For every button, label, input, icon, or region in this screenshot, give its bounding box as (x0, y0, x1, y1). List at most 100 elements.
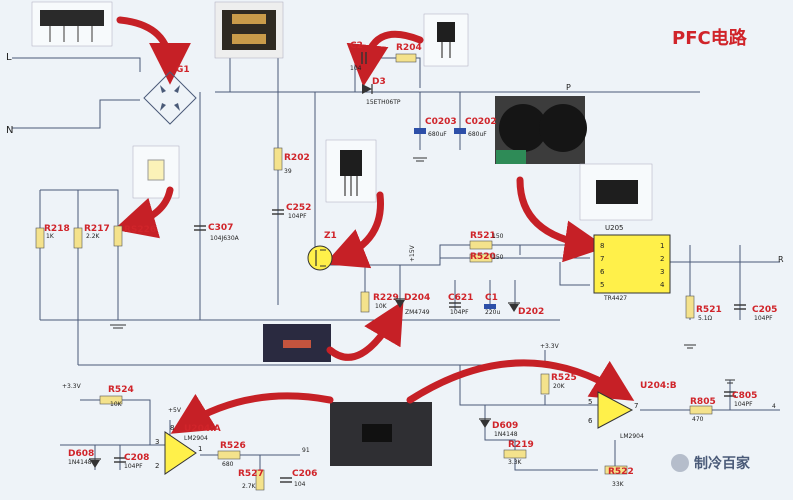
resistor-r805: R805 470 (689, 397, 716, 423)
svg-text:2: 2 (155, 462, 159, 470)
resistor-r521-gate: R521 150 (469, 231, 504, 250)
svg-text:1N4148: 1N4148 (494, 431, 518, 438)
net-label-4: 4 (772, 403, 776, 410)
svg-text:1: 1 (198, 445, 202, 453)
capacitor-c205: C205 104PF (734, 304, 777, 322)
photo-fast-diode (423, 13, 469, 67)
capacitor-c0202: C0202 680uF (454, 117, 497, 138)
photo-driver-ic (579, 163, 653, 221)
photo-electrolytic-caps (495, 96, 587, 164)
opamp-u204b: 5 6 7 U204:B LM2904 (588, 381, 677, 440)
diode-d204: D204 ZM4749 (394, 293, 430, 316)
svg-text:R524: R524 (108, 385, 134, 395)
svg-text:39: 39 (284, 168, 292, 175)
svg-text:C307: C307 (208, 223, 233, 233)
svg-text:U204:A: U204:A (184, 424, 221, 434)
line-input-label: L (6, 52, 12, 63)
svg-text:C0203: C0203 (425, 117, 457, 127)
svg-text:C0202: C0202 (465, 117, 497, 127)
watermark-text: 制冷百家 (694, 455, 751, 472)
svg-text:2: 2 (660, 255, 664, 263)
svg-text:C1: C1 (485, 293, 498, 303)
bridge-rectifier: G1 (143, 65, 197, 125)
svg-text:104PF: 104PF (450, 309, 469, 316)
svg-text:D3: D3 (372, 77, 386, 87)
photo-inductor (214, 1, 284, 59)
photo-opamp-ic (330, 402, 432, 466)
svg-text:15ETH06TP: 15ETH06TP (366, 99, 401, 106)
svg-text:680: 680 (222, 461, 234, 468)
capacitor-c805: C805 104PF (724, 391, 757, 408)
ground-symbols (110, 157, 735, 384)
resistor-r520: R520 150 (469, 252, 504, 263)
svg-text:LM2904: LM2904 (184, 435, 208, 442)
svg-text:R219: R219 (508, 440, 534, 450)
svg-text:8: 8 (170, 424, 174, 432)
svg-text:D608: D608 (68, 449, 94, 459)
node-p-label: P (566, 83, 571, 92)
svg-text:220u: 220u (485, 309, 500, 316)
svg-text:2.2K: 2.2K (86, 233, 101, 240)
svg-text:3: 3 (155, 438, 159, 446)
capacitor-c252: C252 104PF (272, 203, 311, 220)
capacitor-c206: C206 104 (280, 469, 317, 488)
svg-text:ZM4749: ZM4749 (405, 309, 430, 316)
diode-d608: D608 1N4148 (68, 449, 101, 468)
svg-text:104PF: 104PF (734, 401, 753, 408)
resistor-r218: R218 1K (35, 224, 70, 249)
svg-text:5: 5 (600, 281, 604, 289)
svg-text:C208: C208 (124, 453, 149, 463)
svg-text:104J630A: 104J630A (210, 235, 240, 242)
resistor-r229: R229 10K (360, 291, 399, 313)
svg-text:C206: C206 (292, 469, 317, 479)
svg-text:5.1Ω: 5.1Ω (698, 315, 713, 322)
diode-d202: D202 (508, 302, 544, 317)
svg-text:20K: 20K (553, 383, 566, 390)
svg-text:RS226: RS226 (124, 225, 156, 235)
svg-text:104PF: 104PF (754, 315, 773, 322)
svg-text:7: 7 (600, 255, 604, 263)
supply-15v: +15V (409, 244, 416, 262)
capacitor-c208: C208 104PF (114, 453, 149, 470)
resistor-r204: R204 (395, 43, 422, 63)
resistor-r525: R525 20K (540, 373, 577, 395)
resistor-r526: R526 680 (217, 441, 246, 468)
svg-text:U204:B: U204:B (640, 381, 677, 391)
resistor-rs226: RS226 (113, 225, 156, 247)
svg-text:C2: C2 (350, 41, 363, 51)
driver-ic-u205: 8 7 6 5 1 2 3 4 U205 TR4427 (593, 224, 671, 302)
photo-zener-diode (263, 324, 331, 362)
resistor-r219: R219 3.3K (503, 440, 534, 466)
svg-text:4: 4 (660, 281, 665, 289)
resistor-r522: R522 33K (604, 465, 634, 488)
svg-text:C621: C621 (448, 293, 473, 303)
photo-bridge-rectifier (31, 1, 113, 47)
capacitor-c1: C1 220u (484, 293, 500, 316)
svg-text:1: 1 (660, 242, 664, 250)
svg-text:10K: 10K (110, 401, 123, 408)
resistor-r217: R217 2.2K (73, 224, 110, 249)
svg-text:470: 470 (692, 416, 704, 423)
net-label-91: 91 (302, 447, 310, 454)
capacitor-c2: C2 104 (350, 41, 367, 72)
svg-text:10K: 10K (375, 303, 388, 310)
svg-text:33K: 33K (612, 481, 625, 488)
svg-text:C252: C252 (286, 203, 311, 213)
capacitor-c307: C307 104J630A (194, 223, 240, 242)
svg-text:104PF: 104PF (288, 213, 307, 220)
svg-text:1K: 1K (46, 233, 55, 240)
svg-text:R522: R522 (608, 467, 634, 477)
svg-text:1N4148: 1N4148 (68, 459, 92, 466)
page-title: PFC电路 (672, 27, 748, 49)
svg-text:7: 7 (634, 402, 638, 410)
resistor-r521-bottom: R521 5.1Ω (685, 295, 722, 322)
svg-text:104PF: 104PF (124, 463, 143, 470)
svg-text:R520: R520 (470, 252, 496, 262)
svg-text:R217: R217 (84, 224, 110, 234)
opamp-u204a: 3 2 1 8 U204:A LM2904 (155, 424, 221, 475)
svg-text:R525: R525 (551, 373, 577, 383)
neutral-input-label: N (6, 125, 13, 136)
svg-text:R229: R229 (373, 293, 399, 303)
watermark: 制冷百家 (671, 454, 751, 472)
diode-d3: D3 15ETH06TP (362, 77, 401, 106)
